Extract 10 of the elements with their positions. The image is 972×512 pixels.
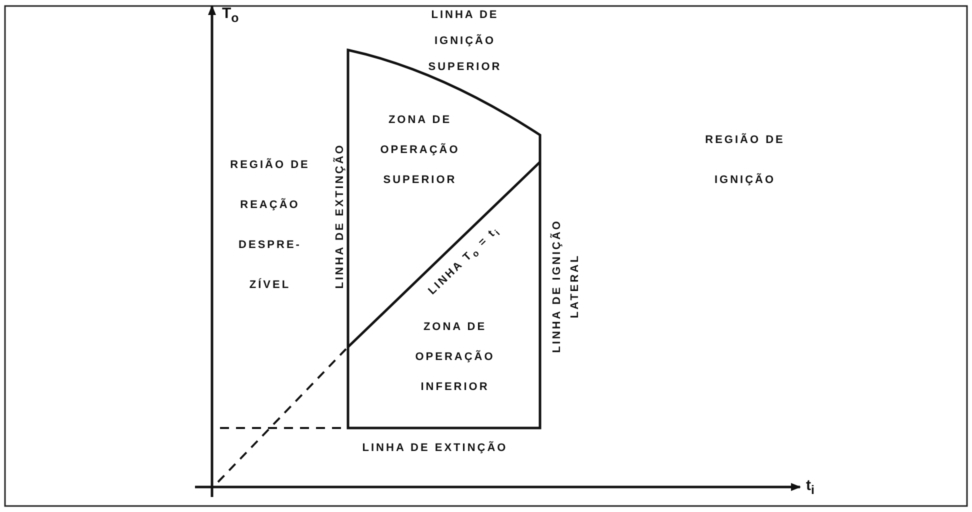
axis-label: T$_{o}$: [222, 4, 240, 27]
zone-label: ZONA DE OPERAÇÃO SUPERIOR: [379, 113, 461, 188]
region-label: REGIÃO DE REAÇÃO DESPRE-ZÍVEL: [230, 157, 310, 293]
region-label: REGIÃO DE IGNIÇÃO: [705, 132, 785, 188]
zone-label: ZONA DE OPERAÇÃO INFERIOR: [414, 320, 496, 395]
line-label: LINHA DE EXTINÇÃO: [361, 440, 509, 456]
line-label: LINHA DE EXTINÇÃO: [332, 142, 347, 291]
line-label: LINHA DE IGNIÇÃO LATERAL: [549, 218, 582, 355]
axis-label: t$_{i}$: [806, 476, 816, 499]
line-label: LINHA DE IGNIÇÃO SUPERIOR: [427, 8, 503, 75]
